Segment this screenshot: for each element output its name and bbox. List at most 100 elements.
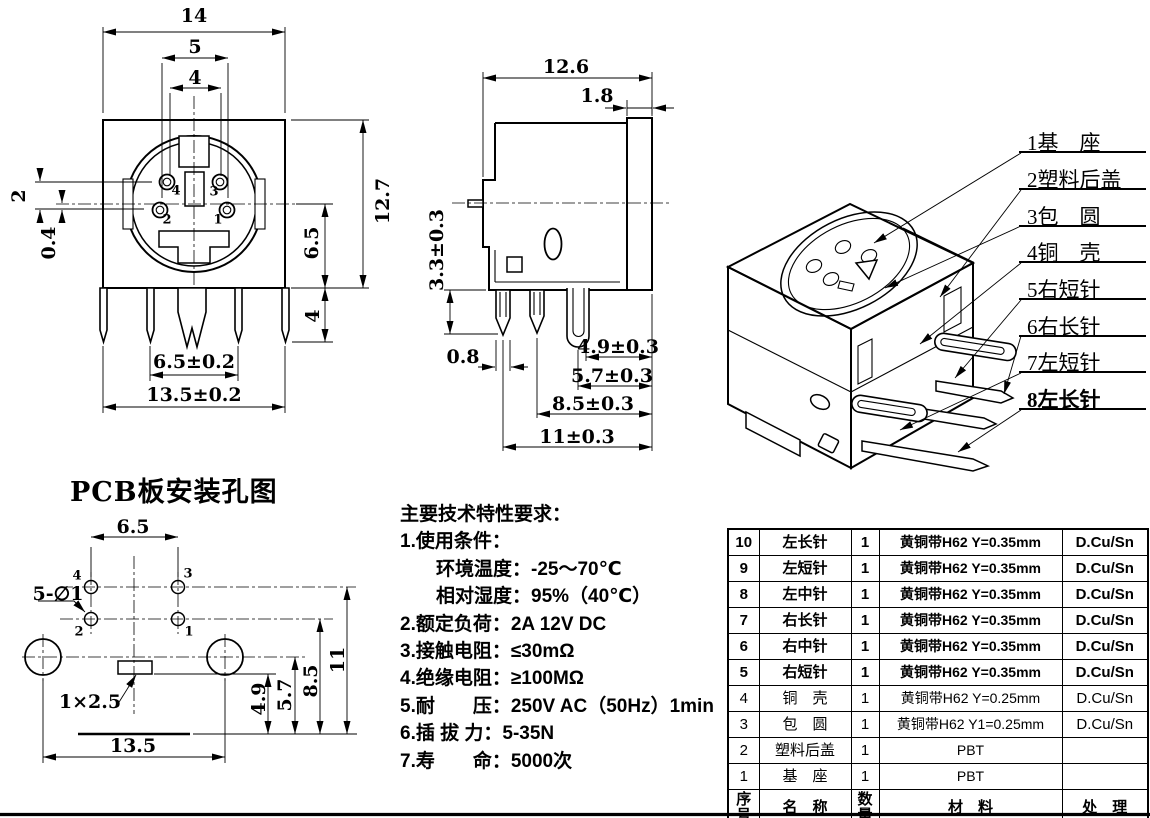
table-cell: 右长针 [758, 607, 852, 634]
dim-front-height: 12.7 [372, 177, 394, 225]
dim-side-49: 4.9±0.3 [576, 336, 660, 358]
dim-front-pin-length: 4 [302, 309, 324, 323]
dim-side-flange: 1.8 [580, 85, 614, 107]
table-cell: 8 [727, 581, 760, 608]
table-cell: D.Cu/Sn [1061, 581, 1149, 608]
pcb-hole-number-4: 4 [72, 568, 82, 584]
table-cell: 4 [727, 685, 760, 712]
table-cell: 左长针 [758, 528, 852, 556]
front-pin-number-1: 1 [213, 212, 223, 228]
spec-line: 2.额定负荷：2A 12V DC [400, 613, 607, 635]
table-cell: D.Cu/Sn [1061, 711, 1149, 738]
table-cell: 10 [727, 528, 760, 556]
table-cell: 1 [850, 711, 880, 738]
spec-line: 5.耐 压：250V AC（50Hz）1min [400, 695, 714, 717]
dim-front-overall-width: 14 [180, 5, 208, 27]
spec-line: 7.寿 命：5000次 [400, 750, 573, 772]
dim-front-pitch-4: 4 [188, 67, 202, 89]
table-cell [1061, 737, 1149, 764]
dim-front-outer-pin-span: 13.5±0.2 [146, 384, 242, 406]
pcb-hole-number-1: 1 [184, 624, 194, 640]
dim-side-pin-width: 0.8 [446, 346, 480, 368]
table-cell: 3 [727, 711, 760, 738]
dim-pcb-slot: 1×2.5 [58, 691, 122, 713]
callout-label-copper-shell: 4铜 壳 [1019, 237, 1146, 265]
table-cell: 黄铜带H62 Y=0.35mm [878, 581, 1063, 608]
dim-front-center-bottom: 6.5 [301, 226, 323, 260]
dim-pcb-11: 11 [327, 646, 349, 674]
side-dimensions [444, 72, 674, 451]
table-cell: D.Cu/Sn [1061, 633, 1149, 660]
table-cell: 7 [727, 607, 760, 634]
tech-specs-block: 主要技术特性要求： 1.使用条件： 环境温度：-25～70℃ 相对湿度：95%（… [400, 501, 714, 775]
callout-label-base: 1基 座 [1019, 127, 1146, 155]
table-cell: D.Cu/Sn [1061, 528, 1149, 556]
dim-pcb-span: 13.5 [109, 735, 157, 757]
table-cell: D.Cu/Sn [1061, 607, 1149, 634]
callout-label-round-wrap: 3包 圆 [1019, 201, 1146, 229]
pcb-view-title: PCB板安装孔图 [70, 477, 278, 508]
table-cell: 1 [727, 763, 760, 790]
spec-line: 4.绝缘电阻：≥100MΩ [400, 668, 585, 690]
spec-line: 3.接触电阻：≤30mΩ [400, 641, 575, 663]
front-view [35, 27, 369, 413]
table-cell: 1 [850, 555, 880, 582]
iso-pins [851, 332, 1017, 472]
table-cell: 塑料后盖 [758, 737, 852, 764]
table-cell: 包 圆 [758, 711, 852, 738]
table-cell: 右短针 [758, 659, 852, 686]
callout-label-right-long-pin: 6右长针 [1019, 311, 1146, 339]
table-cell: 黄铜带H62 Y=0.35mm [878, 607, 1063, 634]
dim-pcb-holes: 5-∅1 [32, 583, 84, 605]
table-header-cell: 名 称 [758, 789, 852, 818]
pcb-hole-number-2: 2 [74, 624, 84, 640]
dim-pcb-pitch: 6.5 [116, 516, 150, 538]
table-cell: 黄铜带H62 Y=0.25mm [878, 685, 1063, 712]
pcb-dimensions [38, 533, 357, 763]
table-header-row: 序号名 称数量材 料处 理 [727, 789, 1149, 818]
dim-front-pitch-5: 5 [188, 36, 202, 58]
table-header-cell: 序号 [727, 789, 760, 818]
callout-leader-lines [873, 152, 1022, 453]
table-cell [1061, 763, 1149, 790]
table-cell: 左中针 [758, 581, 852, 608]
dim-side-pin-proj: 3.3±0.3 [426, 208, 448, 292]
table-header-cell: 数量 [850, 789, 880, 818]
callout-label-right-short-pin: 5右短针 [1019, 274, 1146, 302]
pcb-hole-number-3: 3 [183, 566, 193, 582]
table-cell: 1 [850, 633, 880, 660]
front-solder-pins [99, 287, 290, 351]
table-cell: 9 [727, 555, 760, 582]
table-cell: 黄铜带H62 Y=0.35mm [878, 528, 1063, 556]
dim-side-11: 11±0.3 [539, 426, 615, 448]
table-cell: 黄铜带H62 Y=0.35mm [878, 633, 1063, 660]
table-cell: 1 [850, 607, 880, 634]
dim-side-85: 8.5±0.3 [551, 393, 635, 415]
table-cell: D.Cu/Sn [1061, 685, 1149, 712]
table-cell: 1 [850, 763, 880, 790]
spec-line: 相对湿度：95%（40℃） [436, 586, 652, 608]
table-cell: 基 座 [758, 763, 852, 790]
table-cell: D.Cu/Sn [1061, 659, 1149, 686]
table-cell: 右中针 [758, 633, 852, 660]
table-cell: 1 [850, 685, 880, 712]
front-dimensions [35, 27, 369, 413]
table-header-cell: 材 料 [878, 789, 1063, 818]
front-pin-number-4: 4 [171, 183, 181, 199]
table-cell: 5 [727, 659, 760, 686]
spec-line: 1.使用条件： [400, 531, 511, 553]
callout-label-left-short-pin: 7左短针 [1019, 347, 1146, 375]
table-cell: 黄铜带H62 Y=0.35mm [878, 659, 1063, 686]
